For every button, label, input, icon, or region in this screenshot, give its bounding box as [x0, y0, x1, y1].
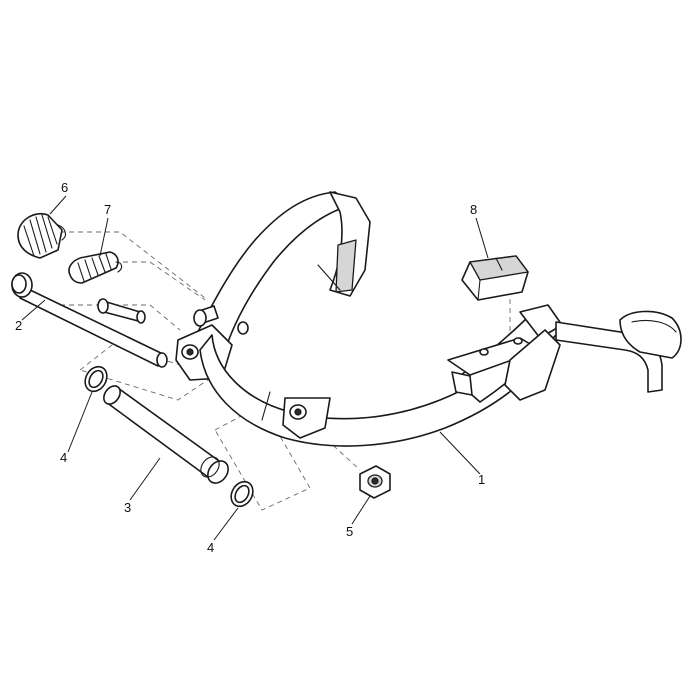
part-6-return-spring — [17, 213, 67, 259]
part-4-washer-lower — [230, 480, 254, 508]
part-3-bushing-tube — [103, 385, 229, 484]
callout-8: 8 — [470, 202, 477, 217]
callout-5: 5 — [346, 524, 353, 539]
part-1-center-stand-frame — [175, 191, 682, 447]
callout-2: 2 — [15, 318, 22, 333]
callout-3: 3 — [124, 500, 131, 515]
part-4-washer-upper — [84, 365, 108, 393]
part-5-lock-nut — [359, 465, 391, 499]
callout-6: 6 — [61, 180, 68, 195]
part-7-small-spring — [68, 251, 146, 324]
callout-7: 7 — [104, 202, 111, 217]
part-8-rubber-stopper — [461, 255, 529, 301]
callout-leader-lines — [21, 195, 489, 541]
callout-labels: 1 2 3 4 4 5 6 7 8 — [15, 180, 485, 555]
assembly-guide-lines — [60, 231, 511, 511]
callout-4-upper: 4 — [60, 450, 67, 465]
part-2-pivot-pin — [11, 272, 168, 368]
callout-4-lower: 4 — [207, 540, 214, 555]
callout-1: 1 — [478, 472, 485, 487]
